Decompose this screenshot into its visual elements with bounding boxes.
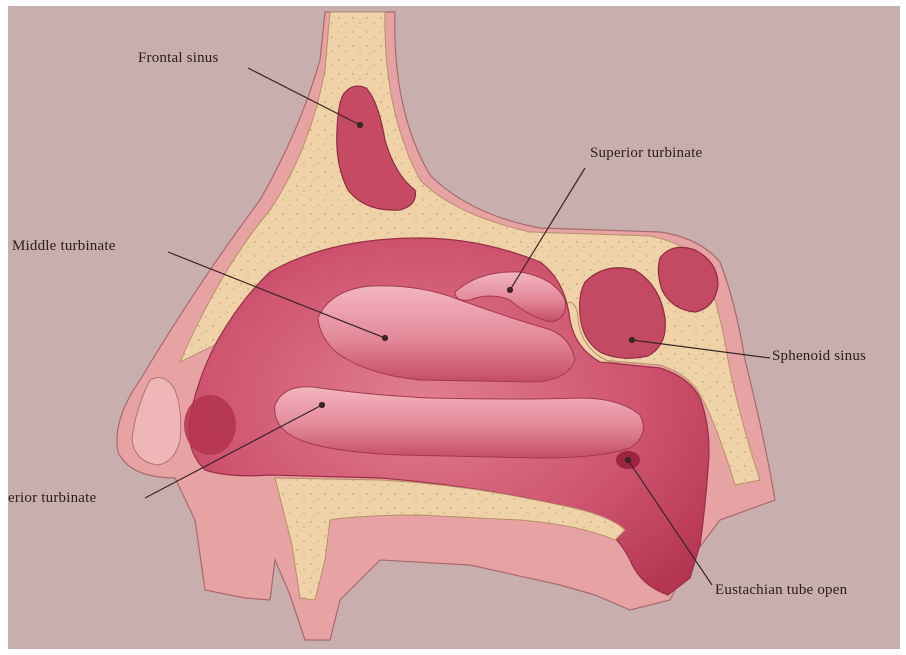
superior-turbinate-dot (508, 288, 513, 293)
label-frontal-sinus: Frontal sinus (138, 50, 219, 67)
label-sphenoid-sinus: Sphenoid sinus (772, 348, 866, 365)
label-superior-turbinate: Superior turbinate (590, 145, 702, 162)
frontal-sinus-dot (358, 123, 363, 128)
nasal-vestibule (184, 395, 236, 455)
sphenoid-sinus-dot (630, 338, 635, 343)
middle-turbinate-dot (383, 336, 388, 341)
label-eustachian-tube: Eustachian tube open (715, 582, 847, 599)
label-inferior-turbinate: erior turbinate (8, 490, 96, 507)
eustachian-tube-dot (626, 458, 631, 463)
label-middle-turbinate: Middle turbinate (12, 238, 116, 255)
inferior-turbinate-dot (320, 403, 325, 408)
